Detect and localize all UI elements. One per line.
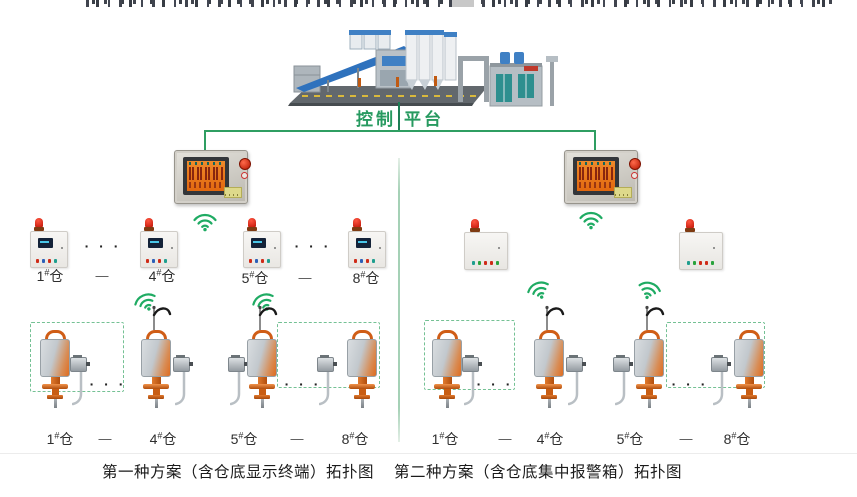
bin-label: 1#仓	[36, 267, 64, 284]
ellipsis-separator: · · ·	[84, 238, 122, 254]
central-alarm-box	[464, 219, 508, 270]
scheme-divider-line	[398, 158, 400, 442]
silo-top-device	[534, 305, 565, 408]
ellipsis-separator: · · ·	[284, 376, 322, 392]
indicator-ring-icon	[241, 172, 248, 179]
bin-label: 1#仓	[431, 430, 459, 447]
bin-display-terminal	[30, 218, 68, 268]
range-dash: —	[298, 270, 312, 285]
control-panel-terminal	[174, 150, 251, 204]
section-divider-line	[0, 453, 857, 454]
ellipsis-separator: · · ·	[476, 376, 514, 392]
antenna-icon	[545, 305, 565, 330]
silo-top-device	[141, 305, 172, 408]
indicator-lights	[146, 259, 167, 263]
silo-top-device	[347, 330, 377, 408]
bin-label: 1#仓	[46, 430, 74, 447]
panel-screen	[577, 161, 615, 191]
silo-top-device	[40, 330, 70, 408]
wifi-signal-icon	[578, 210, 604, 231]
group-dashed-outline	[666, 322, 765, 388]
silo-top-device	[247, 305, 278, 408]
antenna-icon	[152, 305, 172, 330]
range-dash: —	[290, 431, 304, 446]
panel-screen	[187, 161, 225, 191]
alarm-beacon-icon	[144, 218, 154, 232]
batching-plant-image	[288, 30, 558, 107]
digital-display	[356, 238, 371, 248]
indicator-ring-icon	[631, 172, 638, 179]
digital-display	[38, 238, 53, 248]
bin-label: 4#仓	[148, 267, 176, 284]
clipped-text-highlight	[452, 0, 474, 7]
indicator-lights	[249, 259, 270, 263]
antenna-icon	[258, 305, 278, 330]
indicator-lights	[36, 259, 57, 263]
level-sensor	[613, 355, 633, 408]
silo-top-device	[734, 330, 764, 408]
antenna-icon	[645, 305, 665, 330]
bin-display-terminal	[140, 218, 178, 268]
level-sensor	[228, 355, 248, 408]
indicator-lights	[354, 259, 375, 263]
bin-display-terminal	[243, 218, 281, 268]
range-dash: —	[679, 431, 693, 446]
alarm-beacon-icon	[352, 218, 362, 232]
platform-label-right: 平台	[404, 110, 444, 129]
group-dashed-outline	[424, 320, 515, 390]
range-dash: —	[98, 431, 112, 446]
bracket-line	[204, 130, 596, 132]
ellipsis-separator: · · ·	[89, 376, 127, 392]
panel-label-strip	[224, 187, 242, 198]
alarm-beacon-icon	[247, 218, 257, 232]
digital-display	[251, 238, 266, 248]
wifi-signal-icon	[130, 288, 162, 318]
silo-top-device	[634, 305, 665, 408]
indicator-lights	[687, 261, 714, 265]
level-sensor	[70, 355, 90, 408]
indicator-lights	[472, 261, 499, 265]
alarm-beacon-icon	[470, 219, 480, 233]
level-sensor	[711, 355, 731, 408]
platform-stem-line	[398, 102, 400, 131]
bin-label: 5#仓	[241, 269, 269, 286]
ellipsis-separator: · · ·	[294, 238, 332, 254]
bin-label: 4#仓	[536, 430, 564, 447]
scheme1-caption: 第一种方案（含仓底显示终端）拓扑图	[101, 464, 375, 481]
central-alarm-box	[679, 219, 723, 270]
level-sensor	[317, 355, 337, 408]
bin-label: 5#仓	[616, 430, 644, 447]
digital-display	[148, 238, 163, 248]
platform-label-left: 控制	[356, 110, 396, 129]
emergency-button-icon	[239, 158, 251, 170]
panel-label-strip	[614, 187, 632, 198]
level-sensor	[173, 355, 193, 408]
scheme2-caption: 第二种方案（含仓底集中报警箱）拓扑图	[393, 464, 683, 481]
range-dash: —	[498, 431, 512, 446]
bin-label: 8#仓	[341, 430, 369, 447]
panel-screen-frame	[573, 157, 619, 195]
wifi-signal-icon	[634, 277, 665, 304]
emergency-button-icon	[629, 158, 641, 170]
bracket-drop-right	[594, 130, 596, 152]
wifi-signal-icon	[192, 212, 218, 233]
silo-top-device	[432, 330, 462, 408]
alarm-beacon-icon	[34, 218, 44, 232]
wifi-signal-icon	[523, 276, 555, 305]
range-dash: —	[95, 268, 109, 283]
bin-label: 4#仓	[149, 430, 177, 447]
level-sensor	[462, 355, 482, 408]
group-dashed-outline	[30, 322, 124, 392]
ellipsis-separator: · · ·	[671, 376, 709, 392]
bin-display-terminal	[348, 218, 386, 268]
level-sensor	[566, 355, 586, 408]
control-panel-terminal	[564, 150, 641, 204]
bin-label: 8#仓	[352, 269, 380, 286]
bracket-drop-left	[204, 130, 206, 152]
bin-label: 5#仓	[230, 430, 258, 447]
bin-label: 8#仓	[723, 430, 751, 447]
panel-screen-frame	[183, 157, 229, 195]
alarm-beacon-icon	[685, 219, 695, 233]
